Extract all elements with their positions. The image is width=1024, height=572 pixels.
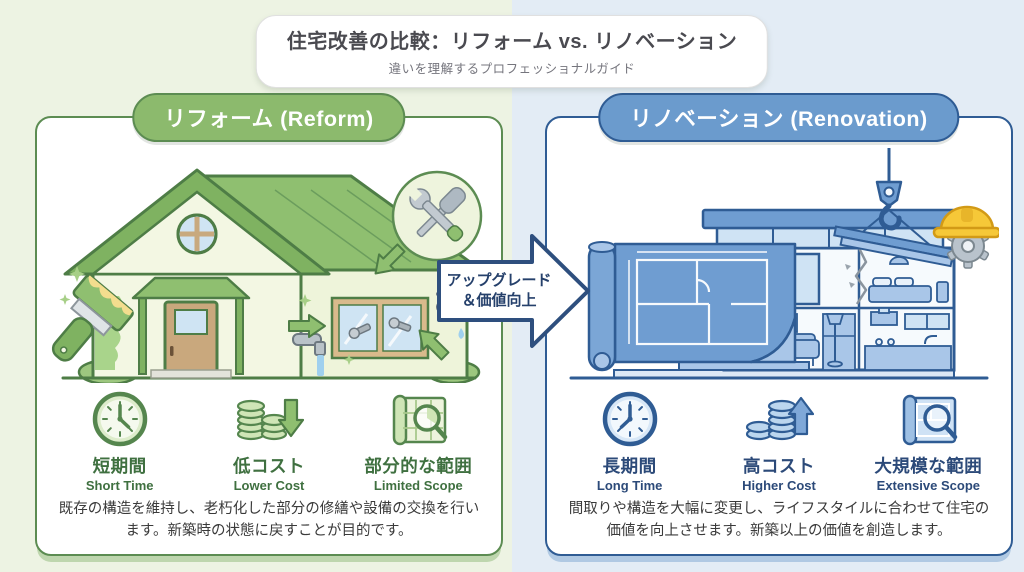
reform-panel: リフォーム (Reform) <box>35 93 503 556</box>
feature-label-jp: 短期間 <box>92 456 147 476</box>
page-title: 住宅改善の比較：リフォーム vs. リノベーション <box>286 31 738 53</box>
clock-icon <box>92 391 147 447</box>
kitchen-icon <box>864 307 952 371</box>
feature-label-jp: 低コスト <box>232 456 305 476</box>
header-title-box: 住宅改善の比較：リフォーム vs. リノベーション 違いを理解するプロフェッショ… <box>255 15 769 88</box>
renovation-panel: リノベーション (Renovation) <box>545 93 1013 556</box>
feature-lower-cost: 低コスト Lower Cost <box>194 388 343 493</box>
feature-label-en: Higher Cost <box>742 478 816 493</box>
renovation-panel-title: リノベーション (Renovation) <box>598 93 960 142</box>
feature-label-en: Limited Scope <box>373 478 463 493</box>
reform-description: 既存の構造を維持し、老朽化した部分の修繕や設備の交換を行います。新築時の状態に戻… <box>58 501 480 540</box>
upgrade-arrow-text: アップグレード ＆価値向上 <box>440 262 558 320</box>
bedroom-icon <box>868 252 949 303</box>
screw-icon <box>388 317 412 332</box>
renovation-house-svg <box>569 148 1002 380</box>
roof <box>701 208 957 250</box>
arrow-icon <box>418 329 450 361</box>
renovation-house-illustration <box>559 148 1002 383</box>
feature-higher-cost: 高コスト Higher Cost <box>704 388 853 493</box>
reform-features: 短期間 Short Time 低コスト Lower Cost <box>45 388 493 493</box>
floor-plan-lines <box>628 251 769 346</box>
renovation-description: 間取りや構造を大幅に変更し、ライフスタイルに合わせて住宅の価値を向上させます。新… <box>568 501 990 540</box>
feature-label-en: Extensive Scope <box>876 478 980 493</box>
repair-window-icon <box>330 296 430 360</box>
upgrade-arrow: アップグレード ＆価値向上 <box>436 232 594 350</box>
tools-badge-icon <box>391 170 483 262</box>
clock-icon <box>602 391 657 447</box>
feature-label-en: Lower Cost <box>233 478 305 493</box>
renovation-features: 長期間 Long Time 高コスト Higher Cost <box>555 388 1003 493</box>
right-arrow-icon <box>437 234 590 348</box>
upgrade-arrow-line1: アップグレード <box>446 271 552 289</box>
feature-long-time: 長期間 Long Time <box>555 388 704 493</box>
screw-icon <box>348 323 372 340</box>
feature-label-en: Long Time <box>596 478 663 493</box>
feature-label-jp: 高コスト <box>742 456 815 476</box>
feature-limited-scope: 部分的な範囲 Limited Scope <box>344 388 493 493</box>
feature-label-jp: 部分的な範囲 <box>364 456 473 476</box>
arrow-icon <box>374 243 406 275</box>
reform-panel-title: リフォーム (Reform) <box>132 93 406 142</box>
page-subtitle: 違いを理解するプロフェッショナルガイド <box>388 62 636 76</box>
feature-short-time: 短期間 Short Time <box>45 388 194 493</box>
reform-house-illustration <box>49 148 489 386</box>
feature-label-jp: 長期間 <box>602 456 657 476</box>
feature-label-en: Short Time <box>85 478 154 493</box>
map-magnifier-icon <box>393 394 448 446</box>
blueprint-magnifier-icon <box>903 394 958 446</box>
coins-down-arrow-icon <box>236 398 304 441</box>
blueprint-icon <box>587 241 810 372</box>
reform-house-svg <box>51 168 483 386</box>
steel-beam-icon <box>833 225 957 268</box>
feature-label-jp: 大規模な範囲 <box>874 456 983 476</box>
entrance-door-icon <box>131 276 251 379</box>
feature-extensive-scope: 大規模な範囲 Extensive Scope <box>854 388 1003 493</box>
wrench-icon <box>408 187 464 242</box>
round-window-icon <box>176 213 218 255</box>
paintbrush-icon <box>51 274 134 362</box>
upgrade-arrow-line2: ＆価値向上 <box>461 292 537 309</box>
wall-crack-icon <box>845 247 868 305</box>
coins-up-arrow-icon <box>745 396 814 441</box>
arrow-icon <box>288 314 326 338</box>
